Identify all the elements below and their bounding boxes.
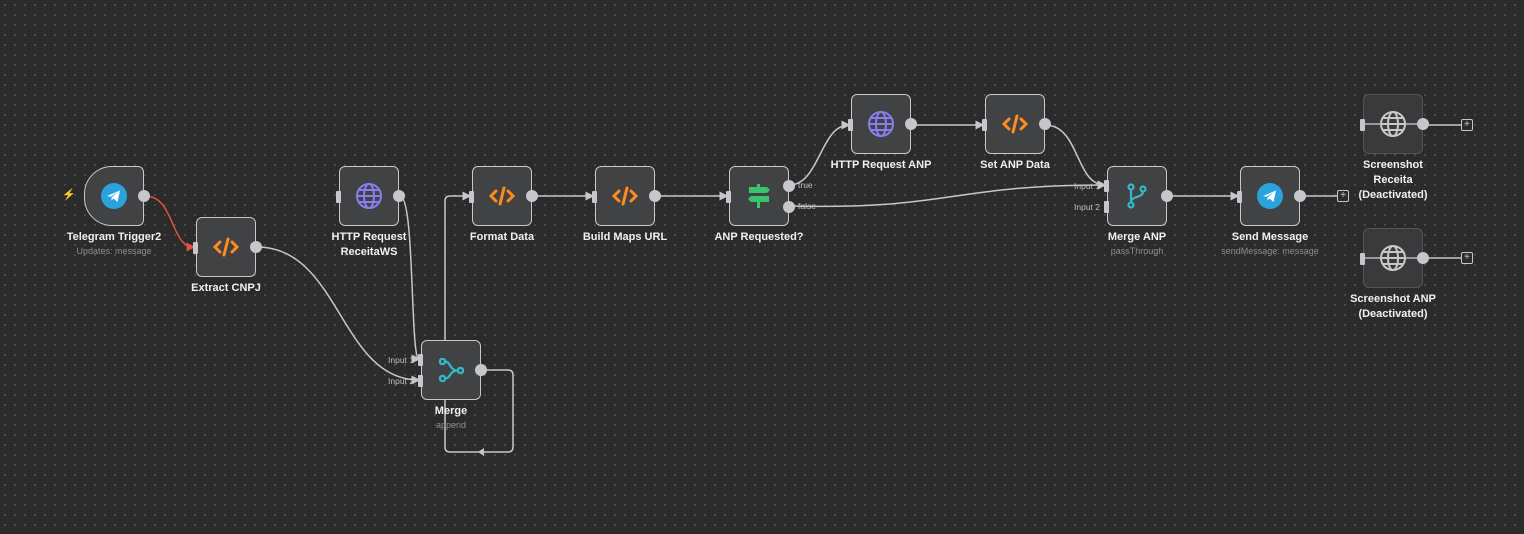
- output-handle[interactable]: [526, 190, 538, 202]
- node-label: Set ANP Data: [980, 159, 1050, 171]
- add-node-button[interactable]: +: [1461, 252, 1473, 264]
- add-node-button[interactable]: +: [1461, 119, 1473, 131]
- input-handle[interactable]: [848, 119, 853, 131]
- output-handle[interactable]: [1417, 252, 1429, 264]
- node-merge-anp[interactable]: Input 1 Input 2: [1074, 166, 1173, 226]
- node-build-maps-url[interactable]: [592, 166, 661, 226]
- node-subtitle: sendMessage: message: [1221, 246, 1319, 256]
- input-label: Input 1: [1074, 181, 1100, 191]
- node-label: Merge ANP: [1107, 231, 1167, 243]
- node-merge[interactable]: Input 1 Input 2: [388, 340, 487, 400]
- add-node-button[interactable]: +: [1337, 190, 1349, 202]
- node-extract-cnpj[interactable]: [193, 217, 262, 277]
- node-http-receitaws[interactable]: [336, 166, 405, 226]
- input-handle[interactable]: [418, 375, 423, 387]
- node-subtitle: Updates: message: [76, 246, 152, 256]
- globe-icon: [354, 181, 384, 211]
- input-handle[interactable]: [1360, 119, 1365, 131]
- code-icon: [487, 181, 517, 211]
- input-handle[interactable]: [1104, 201, 1109, 213]
- node-label: Extract CNPJ: [191, 282, 261, 294]
- node-telegram-trigger[interactable]: [84, 166, 150, 226]
- connection-extract-merge[interactable]: [256, 246, 421, 385]
- node-label: Send Message: [1231, 231, 1309, 243]
- node-format-data[interactable]: [469, 166, 538, 226]
- node-label: Format Data: [469, 231, 535, 243]
- node-label: ANP Requested?: [714, 231, 804, 243]
- input-handle[interactable]: [469, 191, 474, 203]
- output-handle[interactable]: [1039, 118, 1051, 130]
- node-label: Build Maps URL: [582, 231, 668, 243]
- trigger-bolt-icon: ⚡: [62, 189, 76, 201]
- node-screenshot-receita[interactable]: [1360, 94, 1429, 154]
- node-label: Merge: [434, 405, 468, 417]
- if-signpost-icon: [744, 181, 774, 211]
- globe-icon: [866, 109, 896, 139]
- branch-icon: [1122, 181, 1152, 211]
- connection-false-merge-anp[interactable]: [788, 180, 1107, 208]
- output-handle-true[interactable]: [783, 180, 795, 192]
- input-handle[interactable]: [336, 191, 341, 203]
- output-handle[interactable]: [649, 190, 661, 202]
- node-label: HTTP Request ReceitaWS: [331, 231, 407, 258]
- input-handle[interactable]: [726, 191, 731, 203]
- telegram-icon: [1255, 181, 1285, 211]
- output-handle[interactable]: [905, 118, 917, 130]
- node-subtitle: passThrough: [1110, 246, 1164, 256]
- output-handle[interactable]: [1161, 190, 1173, 202]
- merge-icon: [436, 355, 466, 385]
- input-label: Input 1: [388, 355, 414, 365]
- connection-receitaws-merge[interactable]: [399, 195, 421, 364]
- node-http-anp[interactable]: [848, 94, 917, 154]
- output-label-false: false: [798, 201, 816, 211]
- node-label: HTTP Request ANP: [830, 159, 932, 171]
- output-handle[interactable]: [475, 364, 487, 376]
- node-anp-requested[interactable]: true false: [726, 166, 816, 226]
- connection-set-merge-anp[interactable]: [1044, 124, 1107, 190]
- output-handle[interactable]: [138, 190, 150, 202]
- node-label: Telegram Trigger2: [66, 231, 162, 243]
- output-handle[interactable]: [1417, 118, 1429, 130]
- globe-icon: [1378, 243, 1408, 273]
- node-set-anp-data[interactable]: [982, 94, 1051, 154]
- output-handle[interactable]: [1294, 190, 1306, 202]
- code-icon: [1000, 109, 1030, 139]
- node-subtitle: append: [435, 420, 467, 430]
- connection-trigger-extract[interactable]: [144, 195, 196, 252]
- node-label: Screenshot Receita (Deactivated): [1358, 159, 1428, 201]
- input-handle[interactable]: [592, 191, 597, 203]
- code-icon: [610, 181, 640, 211]
- connection-true-http-anp[interactable]: [788, 120, 851, 186]
- input-handle[interactable]: [1104, 180, 1109, 192]
- node-screenshot-anp[interactable]: [1360, 228, 1429, 288]
- output-handle[interactable]: [250, 241, 262, 253]
- output-handle-false[interactable]: [783, 201, 795, 213]
- input-handle[interactable]: [1360, 253, 1365, 265]
- telegram-icon: [99, 181, 129, 211]
- output-handle[interactable]: [393, 190, 405, 202]
- code-icon: [211, 232, 241, 262]
- input-label: Input 2: [388, 376, 414, 386]
- input-handle[interactable]: [982, 119, 987, 131]
- input-handle[interactable]: [1237, 191, 1242, 203]
- input-handle[interactable]: [193, 242, 198, 254]
- input-handle[interactable]: [418, 354, 423, 366]
- globe-icon: [1378, 109, 1408, 139]
- node-send-message[interactable]: [1237, 166, 1306, 226]
- node-label: Screenshot ANP (Deactivated): [1350, 293, 1436, 320]
- input-label: Input 2: [1074, 202, 1100, 212]
- loop-arrow: [478, 448, 484, 456]
- output-label-true: true: [798, 180, 813, 190]
